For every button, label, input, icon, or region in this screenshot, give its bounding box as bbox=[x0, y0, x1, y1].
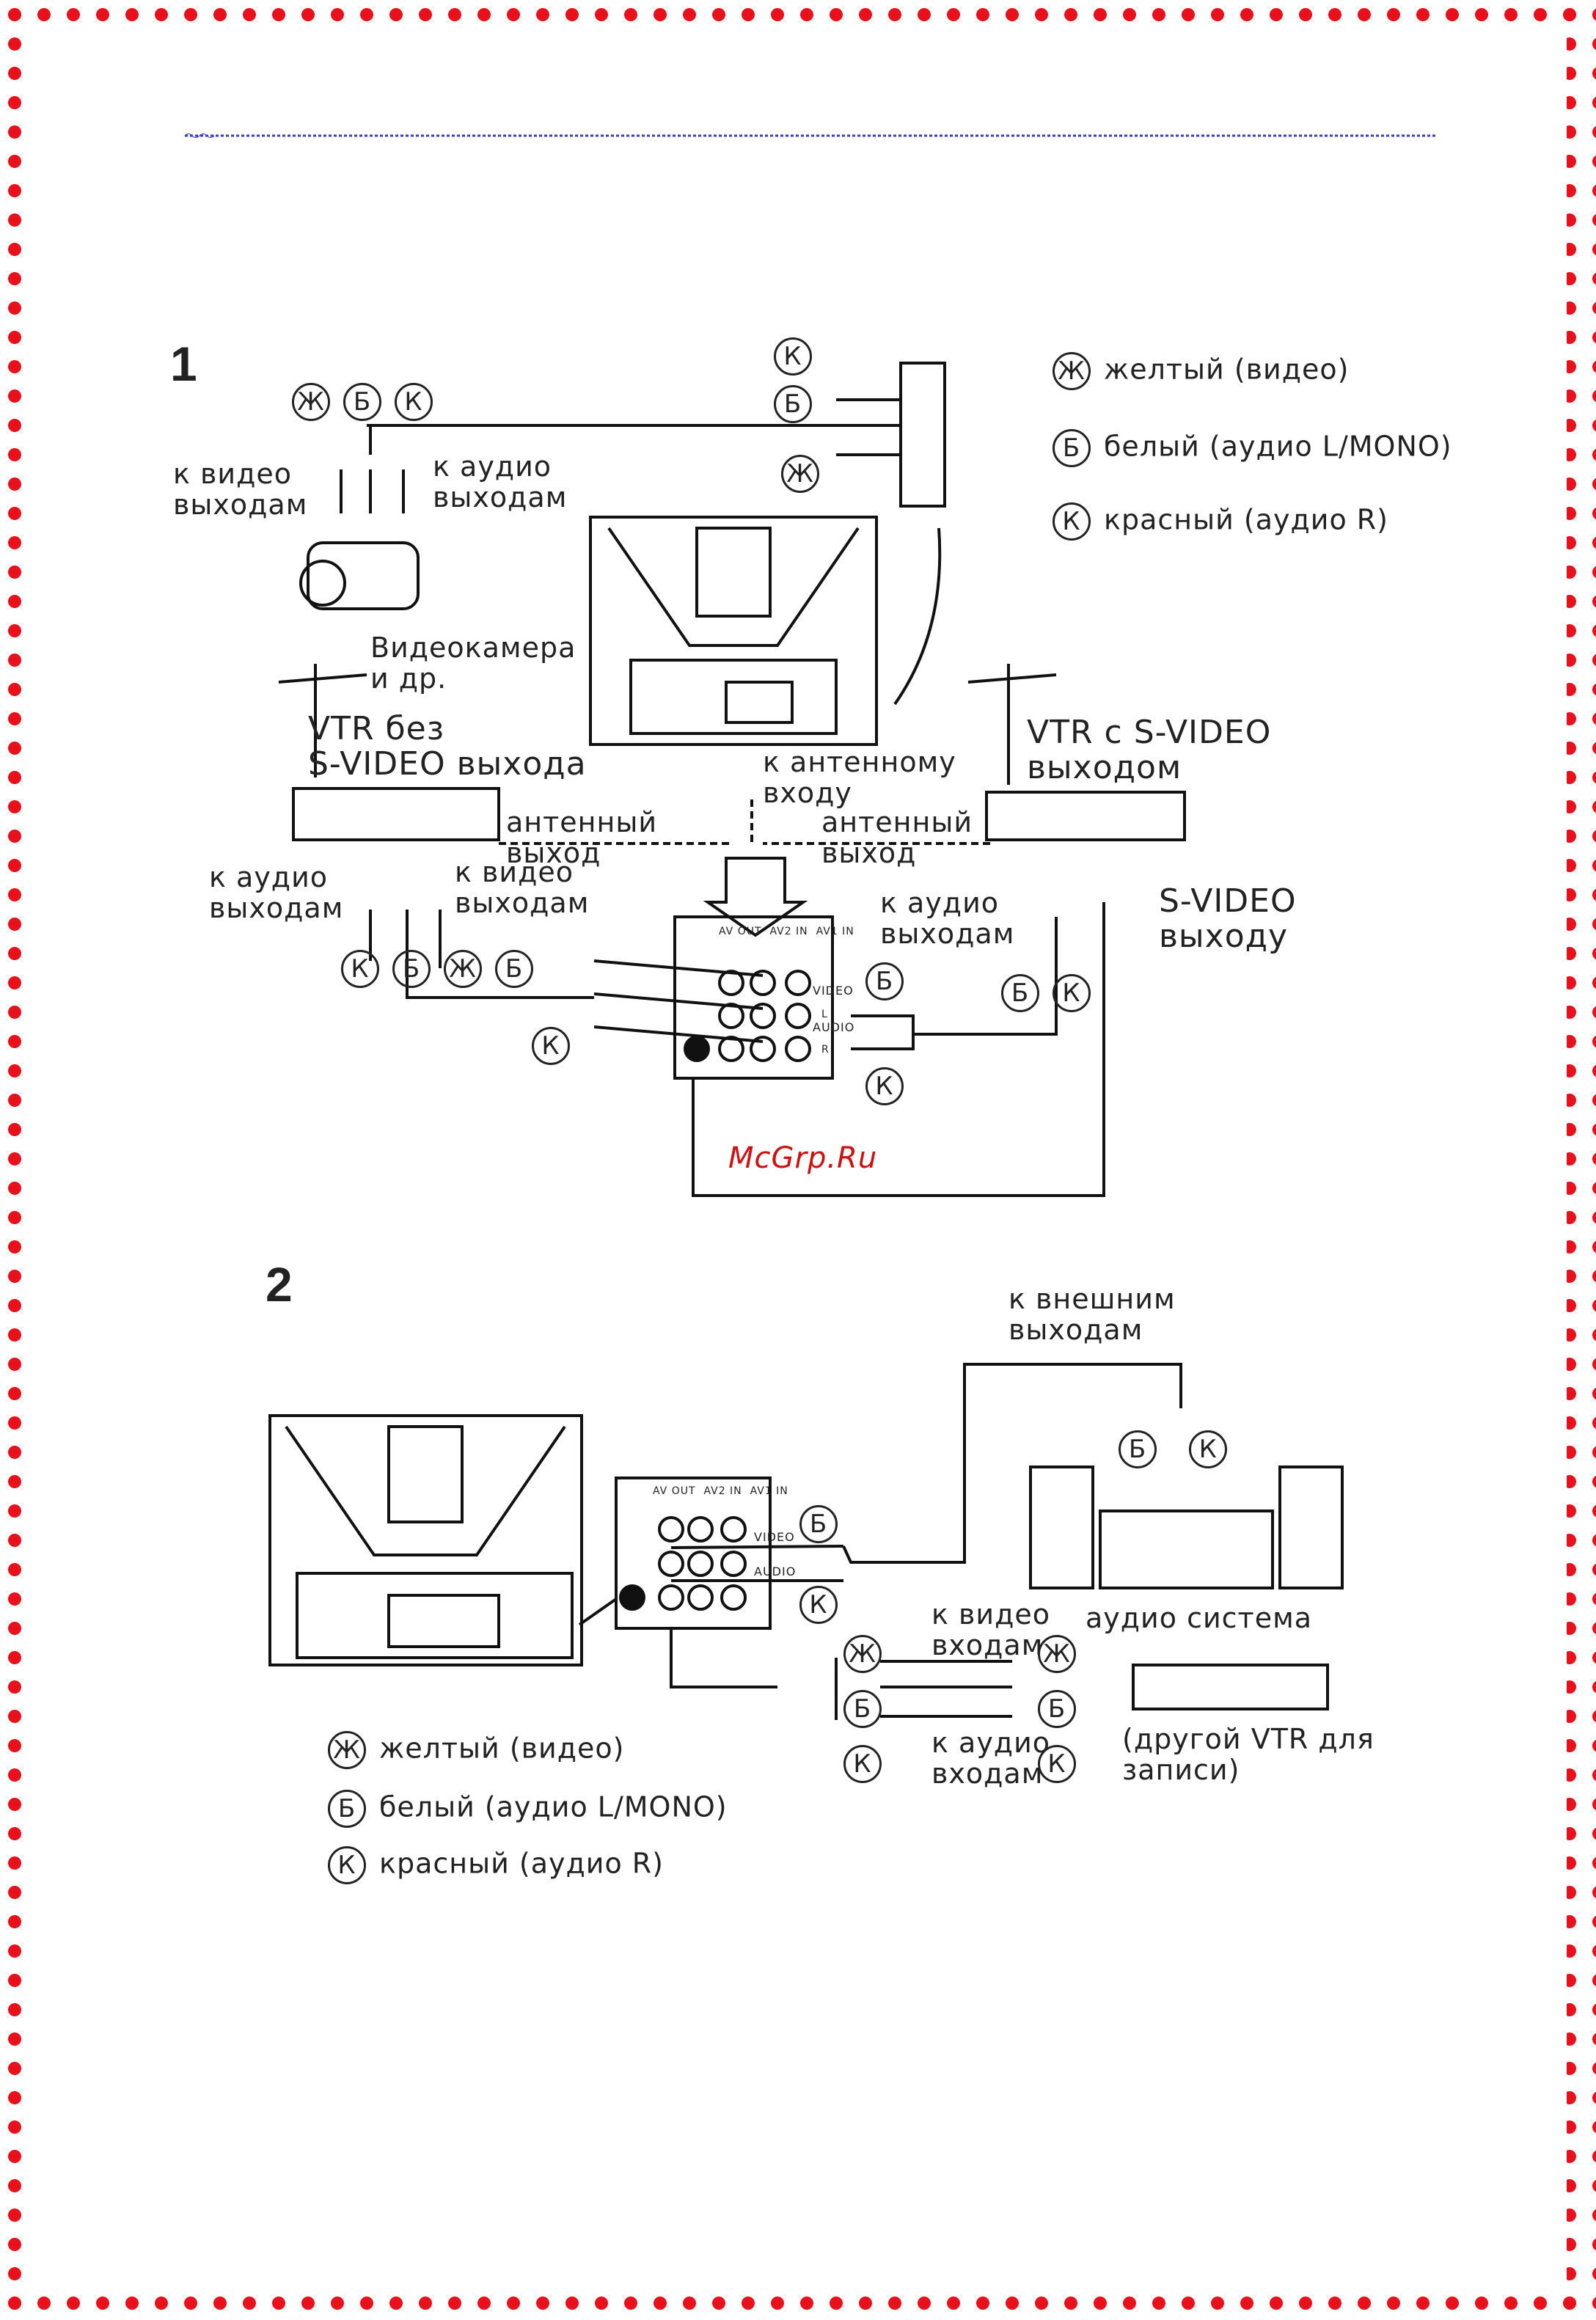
label-camcorder: Видеокамера и др. bbox=[370, 632, 576, 695]
tv-rear-2 bbox=[268, 1414, 583, 1666]
mark-k-panel-r: К bbox=[865, 1067, 917, 1105]
tv-rear-1 bbox=[589, 516, 878, 746]
label-other-vtr: (другой VTR для записи) bbox=[1122, 1723, 1374, 1786]
panel1-col-labels: AV OUT AV2 IN AV1 IN bbox=[719, 926, 854, 937]
label-vtr1-video: к видео выходам bbox=[455, 856, 590, 919]
mark-b-top: Б bbox=[774, 385, 825, 423]
label-ant-out-right: антенный выход bbox=[821, 806, 973, 869]
av-panel-1 bbox=[673, 915, 834, 1080]
label-vtr2-audio: к аудио выходам bbox=[880, 887, 1015, 950]
panel1-audio: AUDIO bbox=[813, 1020, 855, 1034]
label-audio-in: к аудио входам bbox=[931, 1727, 1051, 1790]
mark-zh-top: Ж bbox=[781, 455, 832, 493]
panel1-r: R bbox=[821, 1044, 830, 1055]
av-panel-2 bbox=[615, 1476, 772, 1630]
label-cam-video: к видео выходам bbox=[173, 458, 308, 521]
header-wavy-line bbox=[185, 133, 1436, 138]
vtr-2 bbox=[985, 791, 1186, 841]
mark-k-panel: К bbox=[532, 1027, 583, 1065]
audio-system bbox=[1029, 1465, 1344, 1589]
panel2-audio: AUDIO bbox=[754, 1565, 797, 1578]
camcorder bbox=[307, 541, 420, 610]
vtr-record bbox=[1132, 1664, 1329, 1710]
watermark: McGrp.Ru bbox=[728, 1141, 878, 1175]
mark-b-panel: Б bbox=[865, 962, 917, 1000]
panel1-video: VIDEO bbox=[813, 984, 854, 998]
label-ant-out-left: антенный выход bbox=[506, 806, 658, 869]
mark-b-2: Б bbox=[799, 1505, 851, 1543]
vtr-1 bbox=[292, 787, 500, 841]
section-1-number: 1 bbox=[170, 337, 198, 391]
panel1-l: L bbox=[821, 1009, 828, 1020]
panel2-col-labels: AV OUT AV2 IN AV1 IN bbox=[653, 1485, 788, 1497]
label-svideo-out: S-VIDEO выходу bbox=[1159, 882, 1297, 955]
panel2-video: VIDEO bbox=[754, 1530, 795, 1544]
label-vtr1-audio: к аудио выходам bbox=[209, 861, 344, 924]
label-vtr-no-svideo: VTR без S-VIDEO выхода bbox=[308, 710, 587, 783]
label-video-in: к видео входам bbox=[931, 1598, 1051, 1661]
side-jack-panel bbox=[899, 362, 946, 508]
label-ext-out: к внешним выходам bbox=[1009, 1283, 1176, 1346]
mark-k-top: К bbox=[774, 337, 825, 376]
marks-ext: Б К bbox=[1119, 1430, 1240, 1468]
label-audio-system: аудио система bbox=[1086, 1602, 1313, 1634]
label-vtr-svideo: VTR с S-VIDEO выходом bbox=[1027, 714, 1272, 786]
section-2-number: 2 bbox=[266, 1257, 293, 1311]
mark-k-2: К bbox=[799, 1586, 851, 1624]
label-antenna-in: к антенному входу bbox=[763, 746, 956, 809]
label-cam-audio: к аудио выходам bbox=[433, 450, 568, 513]
